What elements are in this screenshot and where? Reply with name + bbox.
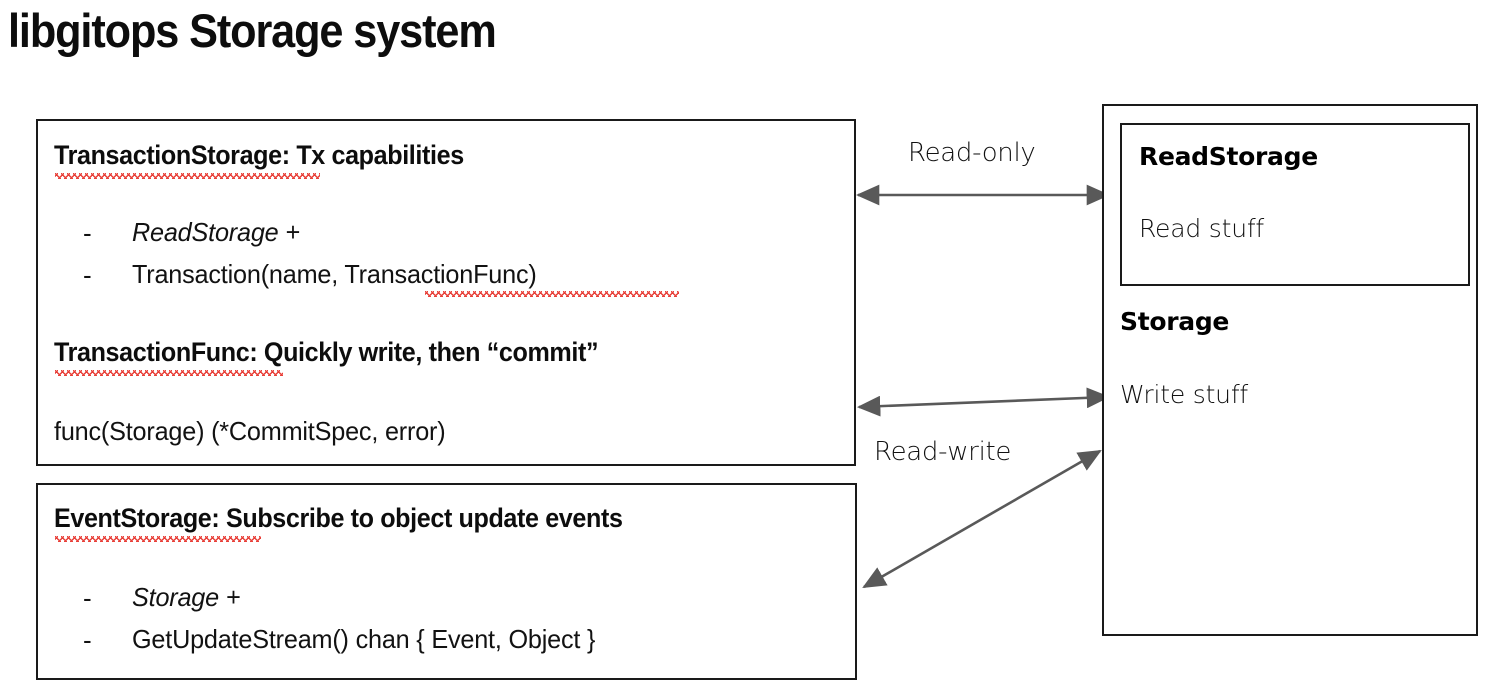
bullet-marker: -	[83, 218, 92, 248]
bullet-marker: -	[83, 260, 92, 290]
storage-heading: Storage	[1120, 307, 1230, 336]
storage-box: ReadStorage Read stuff Storage Write stu…	[1102, 104, 1478, 636]
spellcheck-squiggle-transactionstorage	[55, 173, 320, 179]
arrow-read-write-diagonal	[862, 449, 1102, 589]
spellcheck-squiggle-transactionfunc	[55, 370, 283, 376]
read-storage-heading: ReadStorage	[1139, 142, 1318, 171]
arrow-read-write-horizontal	[856, 387, 1111, 417]
event-storage-box: EventStorage: Subscribe to object update…	[36, 483, 857, 680]
transaction-func-heading: TransactionFunc: Quickly write, then “co…	[54, 337, 599, 367]
spellcheck-squiggle-eventstorage	[55, 536, 261, 542]
transaction-storage-box: TransactionStorage: Tx capabilities - Re…	[36, 119, 856, 466]
event-storage-heading: EventStorage: Subscribe to object update…	[54, 503, 623, 533]
read-storage-body: Read stuff	[1139, 214, 1265, 243]
connector-label-read-write: Read-write	[874, 437, 1012, 467]
spellcheck-squiggle-transactionfunc-arg	[425, 291, 679, 297]
bullet-getupdatestream: GetUpdateStream() chan { Event, Object }	[132, 624, 596, 654]
transaction-func-signature: func(Storage) (*CommitSpec, error)	[54, 416, 446, 446]
transaction-storage-heading: TransactionStorage: Tx capabilities	[54, 140, 464, 170]
bullet-marker: -	[83, 583, 92, 613]
page-title: libgitops Storage system	[8, 4, 497, 57]
storage-body: Write stuff	[1120, 380, 1249, 409]
bullet-readstorage-plus: ReadStorage +	[132, 217, 300, 247]
bullet-storage-plus: Storage +	[132, 582, 241, 612]
connector-label-read-only: Read-only	[908, 138, 1036, 168]
bullet-marker: -	[83, 625, 92, 655]
read-storage-box: ReadStorage Read stuff	[1120, 123, 1470, 286]
bullet-transaction-signature: Transaction(name, TransactionFunc)	[132, 259, 537, 289]
